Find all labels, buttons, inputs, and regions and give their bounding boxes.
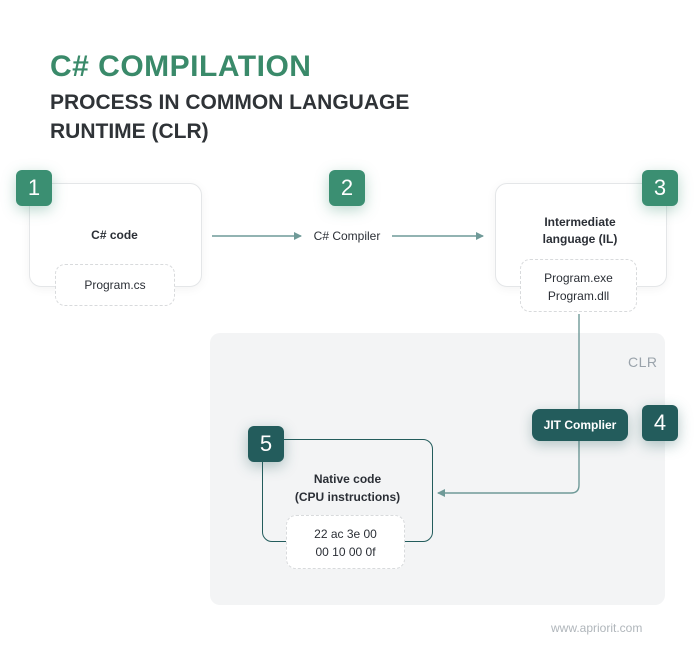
cpu-code-line2: 00 10 00 0f [315, 545, 376, 559]
step-1-badge: 1 [16, 170, 52, 206]
program-cs-file: Program.cs [55, 264, 175, 306]
native-code-label-line1: Native code [313, 472, 382, 486]
step-4-badge: 4 [642, 405, 678, 441]
program-dll-text: Program.dll [547, 289, 610, 303]
cpu-code-line1: 22 ac 3e 00 [314, 527, 377, 541]
program-cs-text: Program.cs [84, 278, 146, 292]
native-code-label-line2: (CPU instructions) [294, 490, 401, 504]
il-label-line1: Intermediate [544, 215, 616, 229]
step-3-badge: 3 [642, 170, 678, 206]
clr-region [210, 333, 665, 605]
il-label-line2: language (IL) [542, 232, 618, 246]
page-title: C# COMPILATION [50, 50, 312, 83]
il-files: Program.exe Program.dll [520, 259, 637, 312]
il-label: Intermediate language (IL) [495, 214, 665, 248]
step-5-badge: 5 [248, 426, 284, 462]
footer-url: www.apriorit.com [551, 621, 643, 635]
jit-compiler-pill: JIT Complier [532, 409, 628, 441]
native-code-label: Native code (CPU instructions) [262, 470, 433, 506]
program-exe-text: Program.exe [544, 271, 613, 285]
clr-label: CLR [628, 354, 658, 370]
cpu-instructions-box: 22 ac 3e 00 00 10 00 0f [286, 515, 405, 569]
arrow-il-to-native [437, 314, 580, 497]
csharp-compiler-label: C# Compiler [313, 229, 381, 243]
page-subtitle: PROCESS IN COMMON LANGUAGE RUNTIME (CLR) [50, 91, 410, 143]
step-2-badge: 2 [329, 170, 365, 206]
csharp-code-label: C# code [91, 228, 138, 242]
